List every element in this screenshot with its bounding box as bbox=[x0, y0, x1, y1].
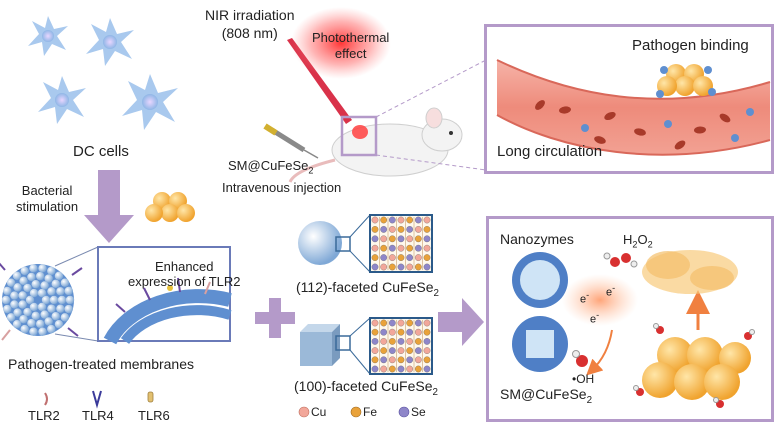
se-label: Se bbox=[411, 405, 426, 419]
electron-label-2: e- bbox=[606, 283, 616, 299]
membrane-vesicle bbox=[0, 262, 83, 341]
mouse bbox=[288, 107, 463, 183]
nanozyme-vesicles bbox=[512, 252, 568, 372]
electron-label-1: e- bbox=[580, 290, 590, 306]
facet-100-label: (100)-faceted CuFeSe2 bbox=[294, 378, 438, 398]
bacteria-cluster bbox=[145, 192, 195, 222]
fe-label: Fe bbox=[363, 405, 378, 419]
tlr2-label: TLR2 bbox=[28, 408, 60, 423]
syringe bbox=[263, 123, 319, 159]
hydroxyl-molecule bbox=[572, 350, 588, 367]
nanozyme-panel bbox=[486, 216, 774, 422]
dc-cells-label: DC cells bbox=[73, 143, 129, 160]
circulation-panel bbox=[484, 24, 774, 174]
crystal-112 bbox=[369, 214, 433, 273]
lysed-bacteria bbox=[642, 250, 738, 294]
pathogen-binding-label: Pathogen binding bbox=[632, 37, 749, 54]
tlr-legend-icons bbox=[44, 390, 154, 409]
hydroxyl-label: •OH bbox=[572, 372, 595, 386]
intravenous-injection-label: Intravenous injection bbox=[222, 180, 342, 195]
crystal-100 bbox=[369, 317, 433, 375]
bacterial-stimulation-label: Bacterial stimulation bbox=[16, 183, 79, 214]
h2o2-label: H2O2 bbox=[623, 232, 653, 250]
element-legend-dots bbox=[298, 406, 410, 418]
long-circulation-label: Long circulation bbox=[497, 143, 603, 160]
hydroxyl-radicals-scattered bbox=[633, 323, 755, 408]
sm-cufese2-nanozyme-label: SM@CuFeSe2 bbox=[500, 386, 593, 406]
membrane-zoom-detail bbox=[103, 277, 232, 345]
electron-glow bbox=[562, 274, 638, 326]
bacteria-orange-cluster bbox=[642, 337, 751, 400]
plus-sign bbox=[255, 298, 295, 338]
blood-vessel bbox=[496, 59, 771, 156]
pathogen-treated-membranes-label: Pathogen-treated membranes bbox=[8, 356, 194, 372]
pathogen-binding-cluster bbox=[656, 64, 716, 98]
tumor-site-box bbox=[340, 115, 378, 157]
right-arrow bbox=[438, 298, 484, 346]
tlr4-label: TLR4 bbox=[82, 408, 114, 423]
sphere-nanoparticle bbox=[298, 221, 342, 265]
stimulation-arrow bbox=[84, 170, 134, 243]
cu-label: Cu bbox=[311, 405, 327, 419]
electron-label-3: e- bbox=[590, 310, 600, 326]
facet-112-label: (112)-faceted CuFeSe2 bbox=[296, 279, 439, 299]
nanozymes-label: Nanozymes bbox=[500, 231, 574, 247]
photothermal-glow bbox=[291, 7, 391, 79]
sm-cufese2-injection-label: SM@CuFeSe2 bbox=[228, 158, 314, 176]
cube-nanoparticle bbox=[300, 324, 340, 366]
dc-cells bbox=[28, 16, 178, 130]
electron-transfer-arrow bbox=[586, 329, 613, 376]
photothermal-effect-label: Photothermal effect bbox=[312, 30, 390, 61]
nir-irradiation-label: NIR irradiation (808 nm) bbox=[205, 7, 295, 41]
tlr6-label: TLR6 bbox=[138, 408, 170, 423]
h2o2-molecule bbox=[603, 252, 638, 268]
enhanced-expression-label: Enhanced expression of TLR2 bbox=[128, 259, 241, 289]
